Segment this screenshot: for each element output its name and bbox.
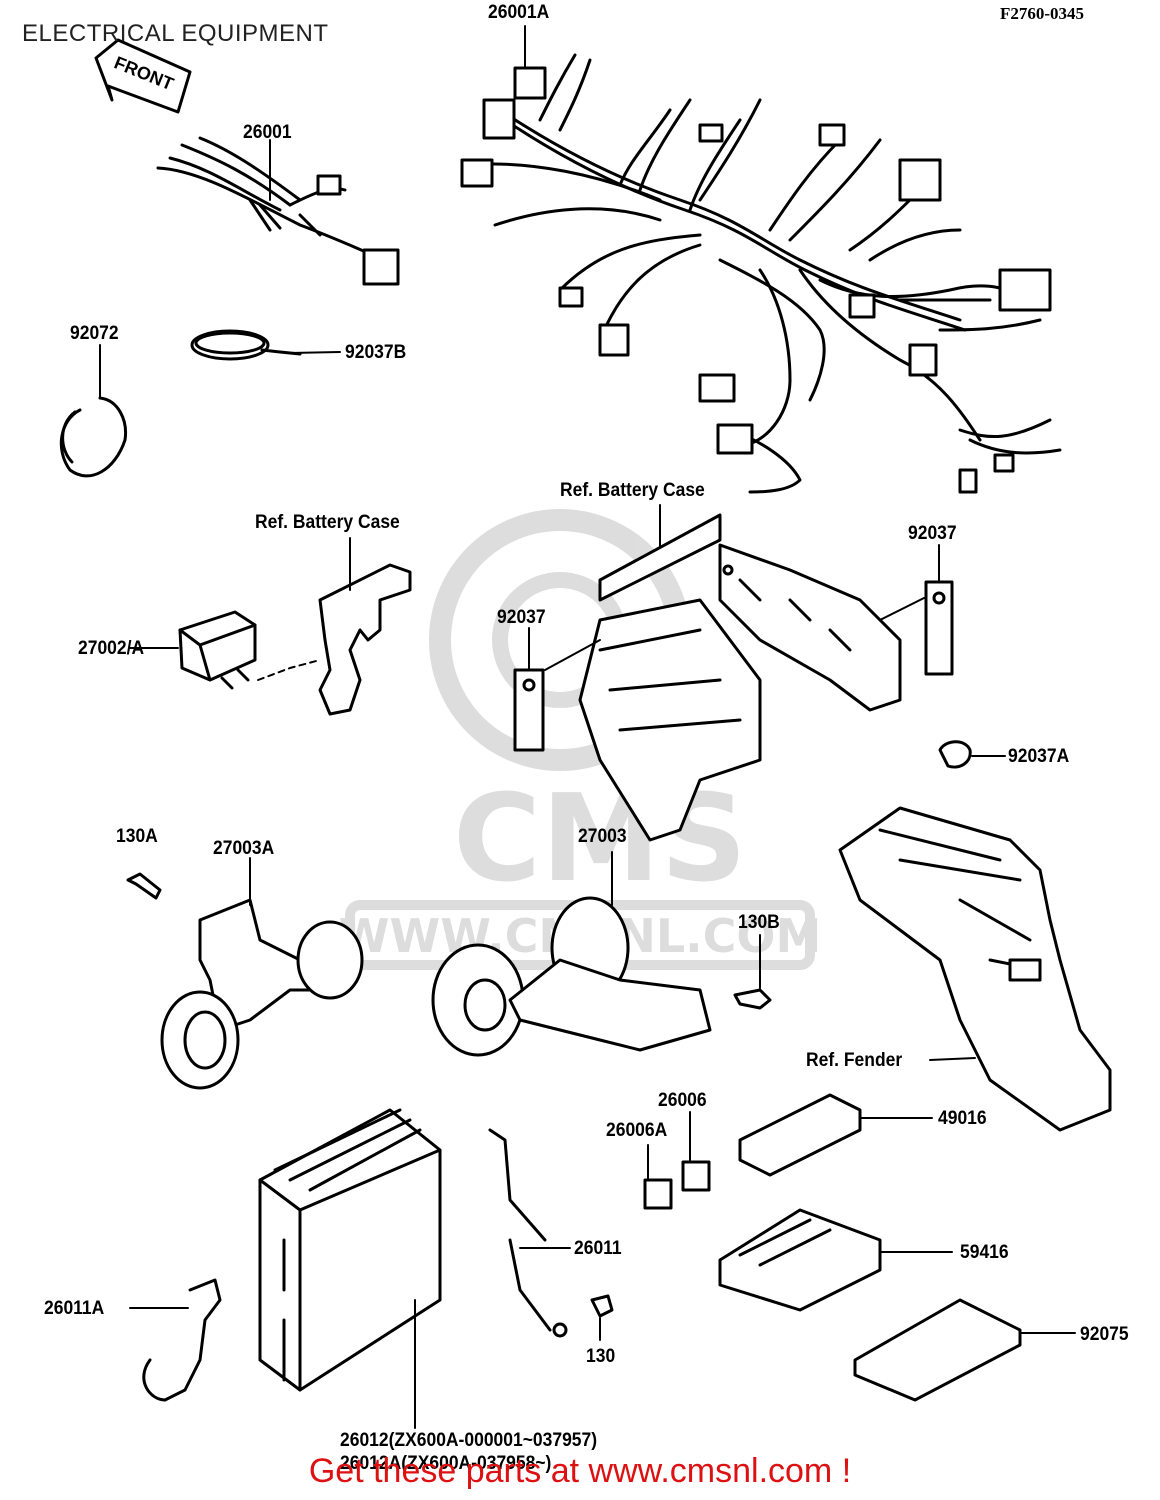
label-92037B[interactable]: 92037B (345, 342, 407, 363)
label-130B[interactable]: 130B (738, 912, 780, 933)
clamp-92037B (190, 329, 341, 361)
page-title: ELECTRICAL EQUIPMENT (22, 20, 329, 47)
label-ref-fender: Ref. Fender (806, 1050, 903, 1071)
battery-26012 (258, 1108, 442, 1429)
bracket-49016 (738, 1093, 933, 1177)
label-130[interactable]: 130 (586, 1346, 616, 1367)
horn-27003A (160, 857, 364, 1090)
label-92037-left[interactable]: 92037 (497, 607, 546, 628)
label-26011[interactable]: 26011 (574, 1238, 622, 1259)
clip-92037-left (513, 627, 601, 752)
label-26012[interactable]: 26012(ZX600A-000001~037957) (340, 1430, 598, 1451)
clip-92037-right (879, 544, 954, 676)
label-92037A[interactable]: 92037A (1008, 746, 1070, 767)
label-59416[interactable]: 59416 (960, 1242, 1009, 1263)
sub-harness-26001 (156, 136, 400, 286)
fuse-box-59416 (718, 1208, 953, 1312)
pad-92075 (853, 1298, 1076, 1402)
nut-92037A (938, 740, 1006, 769)
rear-fender (838, 806, 1112, 1132)
cable-26011A (129, 1278, 222, 1402)
svg-text:CMS: CMS (453, 770, 747, 909)
label-26001A[interactable]: 26001A (488, 2, 550, 23)
label-49016[interactable]: 49016 (938, 1108, 987, 1129)
label-26012A[interactable]: 26012A(ZX600A-037958~) (340, 1453, 552, 1474)
bolt-130A (126, 872, 162, 900)
bolt-130 (590, 1294, 614, 1341)
label-26001[interactable]: 26001 (243, 122, 292, 143)
label-26006[interactable]: 26006 (658, 1090, 707, 1111)
label-92037-right[interactable]: 92037 (908, 523, 957, 544)
battery-case-bracket-left (257, 537, 412, 716)
horn-27003 (431, 851, 712, 1057)
front-arrow-icon: FRONT (94, 38, 192, 114)
main-harness-26001A (460, 53, 1062, 494)
label-26006A[interactable]: 26006A (606, 1120, 668, 1141)
label-26011A[interactable]: 26011A (44, 1298, 105, 1319)
band-92072 (59, 344, 128, 478)
label-ref-battery-case-right: Ref. Battery Case (560, 480, 705, 501)
label-ref-battery-case-left: Ref. Battery Case (255, 512, 400, 533)
fuse-26006A (643, 1144, 673, 1210)
relay-27002A (129, 610, 257, 690)
promo-banner-link[interactable]: Get these parts at www.cmsnl.com ! (308, 1452, 852, 1490)
label-92075[interactable]: 92075 (1080, 1324, 1129, 1345)
battery-case-right (578, 504, 902, 842)
bolt-130B (733, 934, 772, 1010)
fuse-26006 (681, 1111, 711, 1192)
label-130A[interactable]: 130A (116, 826, 158, 847)
label-27002A[interactable]: 27002/A (78, 638, 145, 659)
label-27003A[interactable]: 27003A (213, 838, 275, 859)
label-27003[interactable]: 27003 (578, 826, 627, 847)
cable-26011 (488, 1128, 571, 1338)
diagram-code: F2760-0345 (1000, 4, 1085, 23)
label-92072[interactable]: 92072 (70, 323, 119, 344)
